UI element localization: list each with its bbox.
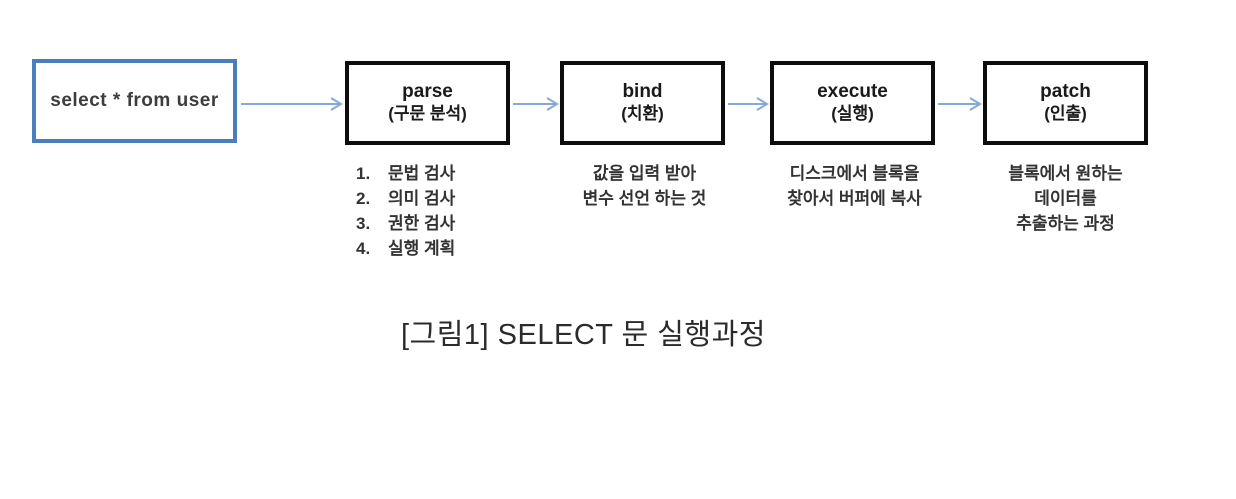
parse-step-number: 3.: [356, 214, 371, 233]
stage-korean-execute: (실행): [831, 104, 874, 124]
stage-box-parse: parse (구문 분석): [345, 61, 510, 145]
stage-korean-parse: (구문 분석): [388, 104, 467, 124]
stage-name-bind: bind: [622, 81, 663, 103]
patch-note-line: 데이터를: [1034, 189, 1097, 208]
stage-name-parse: parse: [402, 81, 453, 103]
stage-box-execute: execute (실행): [770, 61, 935, 145]
sql-input-box: select * from user: [32, 59, 237, 143]
execute-note-line: 찾아서 버퍼에 복사: [787, 189, 922, 208]
sql-input-label: select * from user: [50, 90, 219, 111]
stage-korean-patch: (인출): [1044, 104, 1087, 124]
patch-note-line: 추출하는 과정: [1016, 214, 1115, 233]
patch-note: 블록에서 원하는 데이터를 추출하는 과정: [968, 161, 1163, 236]
stage-name-execute: execute: [817, 81, 888, 103]
parse-step: 4. 실행 계획: [356, 236, 506, 261]
stage-korean-bind: (치환): [621, 104, 664, 124]
figure-caption: [그림1] SELECT 문 실행과정: [401, 319, 766, 351]
bind-note-line: 변수 선언 하는 것: [582, 189, 707, 208]
parse-step-number: 4.: [356, 239, 371, 258]
parse-step-text: 문법 검사: [388, 164, 456, 183]
bind-note-line: 값을 입력 받아: [592, 164, 697, 183]
parse-step: 3. 권한 검사: [356, 211, 506, 236]
bind-note: 값을 입력 받아 변수 선언 하는 것: [552, 161, 737, 211]
stage-name-patch: patch: [1040, 81, 1091, 103]
parse-step-number: 1.: [356, 164, 371, 183]
parse-steps-list: 1. 문법 검사 2. 의미 검사 3. 권한 검사 4. 실행 계획: [356, 161, 506, 261]
patch-note-line: 블록에서 원하는: [1008, 164, 1123, 183]
parse-step: 1. 문법 검사: [356, 161, 506, 186]
stage-box-bind: bind (치환): [560, 61, 725, 145]
parse-step-number: 2.: [356, 189, 371, 208]
parse-step: 2. 의미 검사: [356, 186, 506, 211]
parse-step-text: 권한 검사: [388, 214, 456, 233]
execute-note-line: 디스크에서 블록을: [789, 164, 920, 183]
parse-step-text: 실행 계획: [388, 239, 456, 258]
stage-box-patch: patch (인출): [983, 61, 1148, 145]
parse-step-text: 의미 검사: [388, 189, 456, 208]
execute-note: 디스크에서 블록을 찾아서 버퍼에 복사: [752, 161, 957, 211]
